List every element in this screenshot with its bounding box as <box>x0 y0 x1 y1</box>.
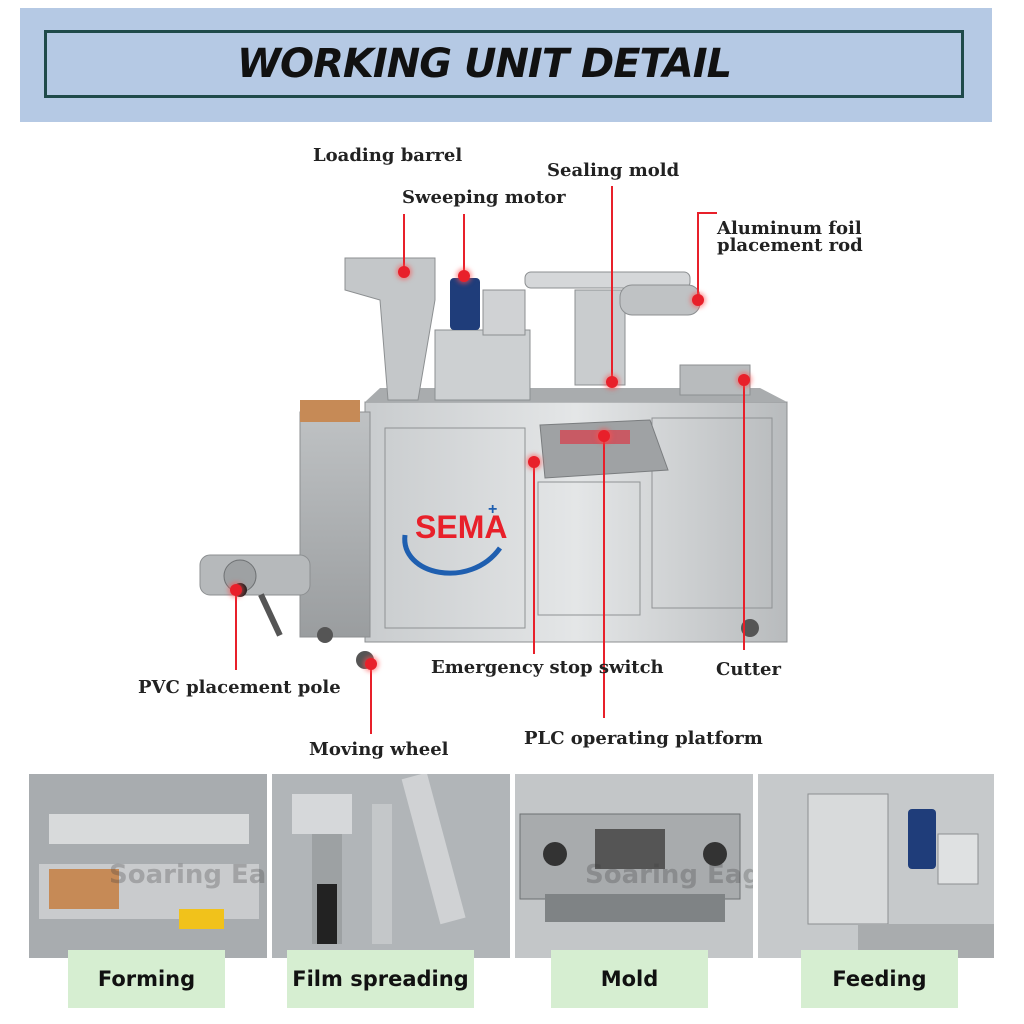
brand-logo-plus: + <box>488 501 497 518</box>
hotspot-plc-platform <box>598 430 610 442</box>
hotspot-cutter <box>738 374 750 386</box>
label-sealing-mold: Sealing mold <box>547 160 680 181</box>
photo-forming: Soaring Eagle Machinery <box>29 774 267 958</box>
leader-aluminum-foil <box>697 212 699 300</box>
header-banner: WORKING UNIT DETAIL <box>20 8 992 122</box>
label-aluminum-foil-line2: placement rod <box>717 235 863 256</box>
photo-mold: Soaring Eagle Machinery <box>515 774 753 958</box>
label-cutter: Cutter <box>716 659 781 680</box>
hotspot-sweeping-motor <box>458 270 470 282</box>
label-emergency-stop: Emergency stop switch <box>431 657 664 678</box>
page-title: WORKING UNIT DETAIL <box>236 41 732 87</box>
label-plc-platform: PLC operating platform <box>524 728 763 749</box>
caption-forming: Forming <box>68 950 225 1008</box>
caption-feeding: Feeding <box>801 950 958 1008</box>
leader-plc-platform <box>603 436 605 718</box>
brand-logo-swoosh <box>402 534 503 576</box>
label-pvc-pole: PVC placement pole <box>138 677 341 698</box>
header-box: WORKING UNIT DETAIL <box>44 30 964 98</box>
hotspot-pvc-pole <box>230 584 242 596</box>
leader-emergency-stop <box>533 462 535 654</box>
caption-film-spreading: Film spreading <box>287 950 474 1008</box>
brand-logo-text: SEMA <box>415 509 507 545</box>
watermark: Soaring Eagle Machinery <box>585 860 753 890</box>
label-loading-barrel: Loading barrel <box>313 145 463 166</box>
blister-machine-illustration: SEMA + <box>199 257 788 669</box>
leader-loading-barrel <box>403 214 405 272</box>
photo-feeding <box>758 774 994 958</box>
leader-moving-wheel <box>370 664 372 734</box>
leader-cutter <box>743 380 745 650</box>
leader-pvc-pole <box>235 590 237 670</box>
label-sweeping-motor: Sweeping motor <box>402 187 566 208</box>
leader-sweeping-motor <box>463 214 465 274</box>
watermark: Soaring Eagle Machinery <box>109 860 267 890</box>
label-aluminum-foil-line1: Aluminum foil <box>717 218 862 239</box>
photo-film-spreading <box>272 774 510 958</box>
caption-mold: Mold <box>551 950 708 1008</box>
label-moving-wheel: Moving wheel <box>309 739 449 760</box>
leader-aluminum-foil-tick <box>697 212 717 214</box>
hotspot-emergency-stop <box>528 456 540 468</box>
hotspot-loading-barrel <box>398 266 410 278</box>
hotspot-sealing-mold <box>606 376 618 388</box>
hotspot-moving-wheel <box>365 658 377 670</box>
leader-sealing-mold <box>611 186 613 380</box>
hotspot-aluminum-foil <box>692 294 704 306</box>
